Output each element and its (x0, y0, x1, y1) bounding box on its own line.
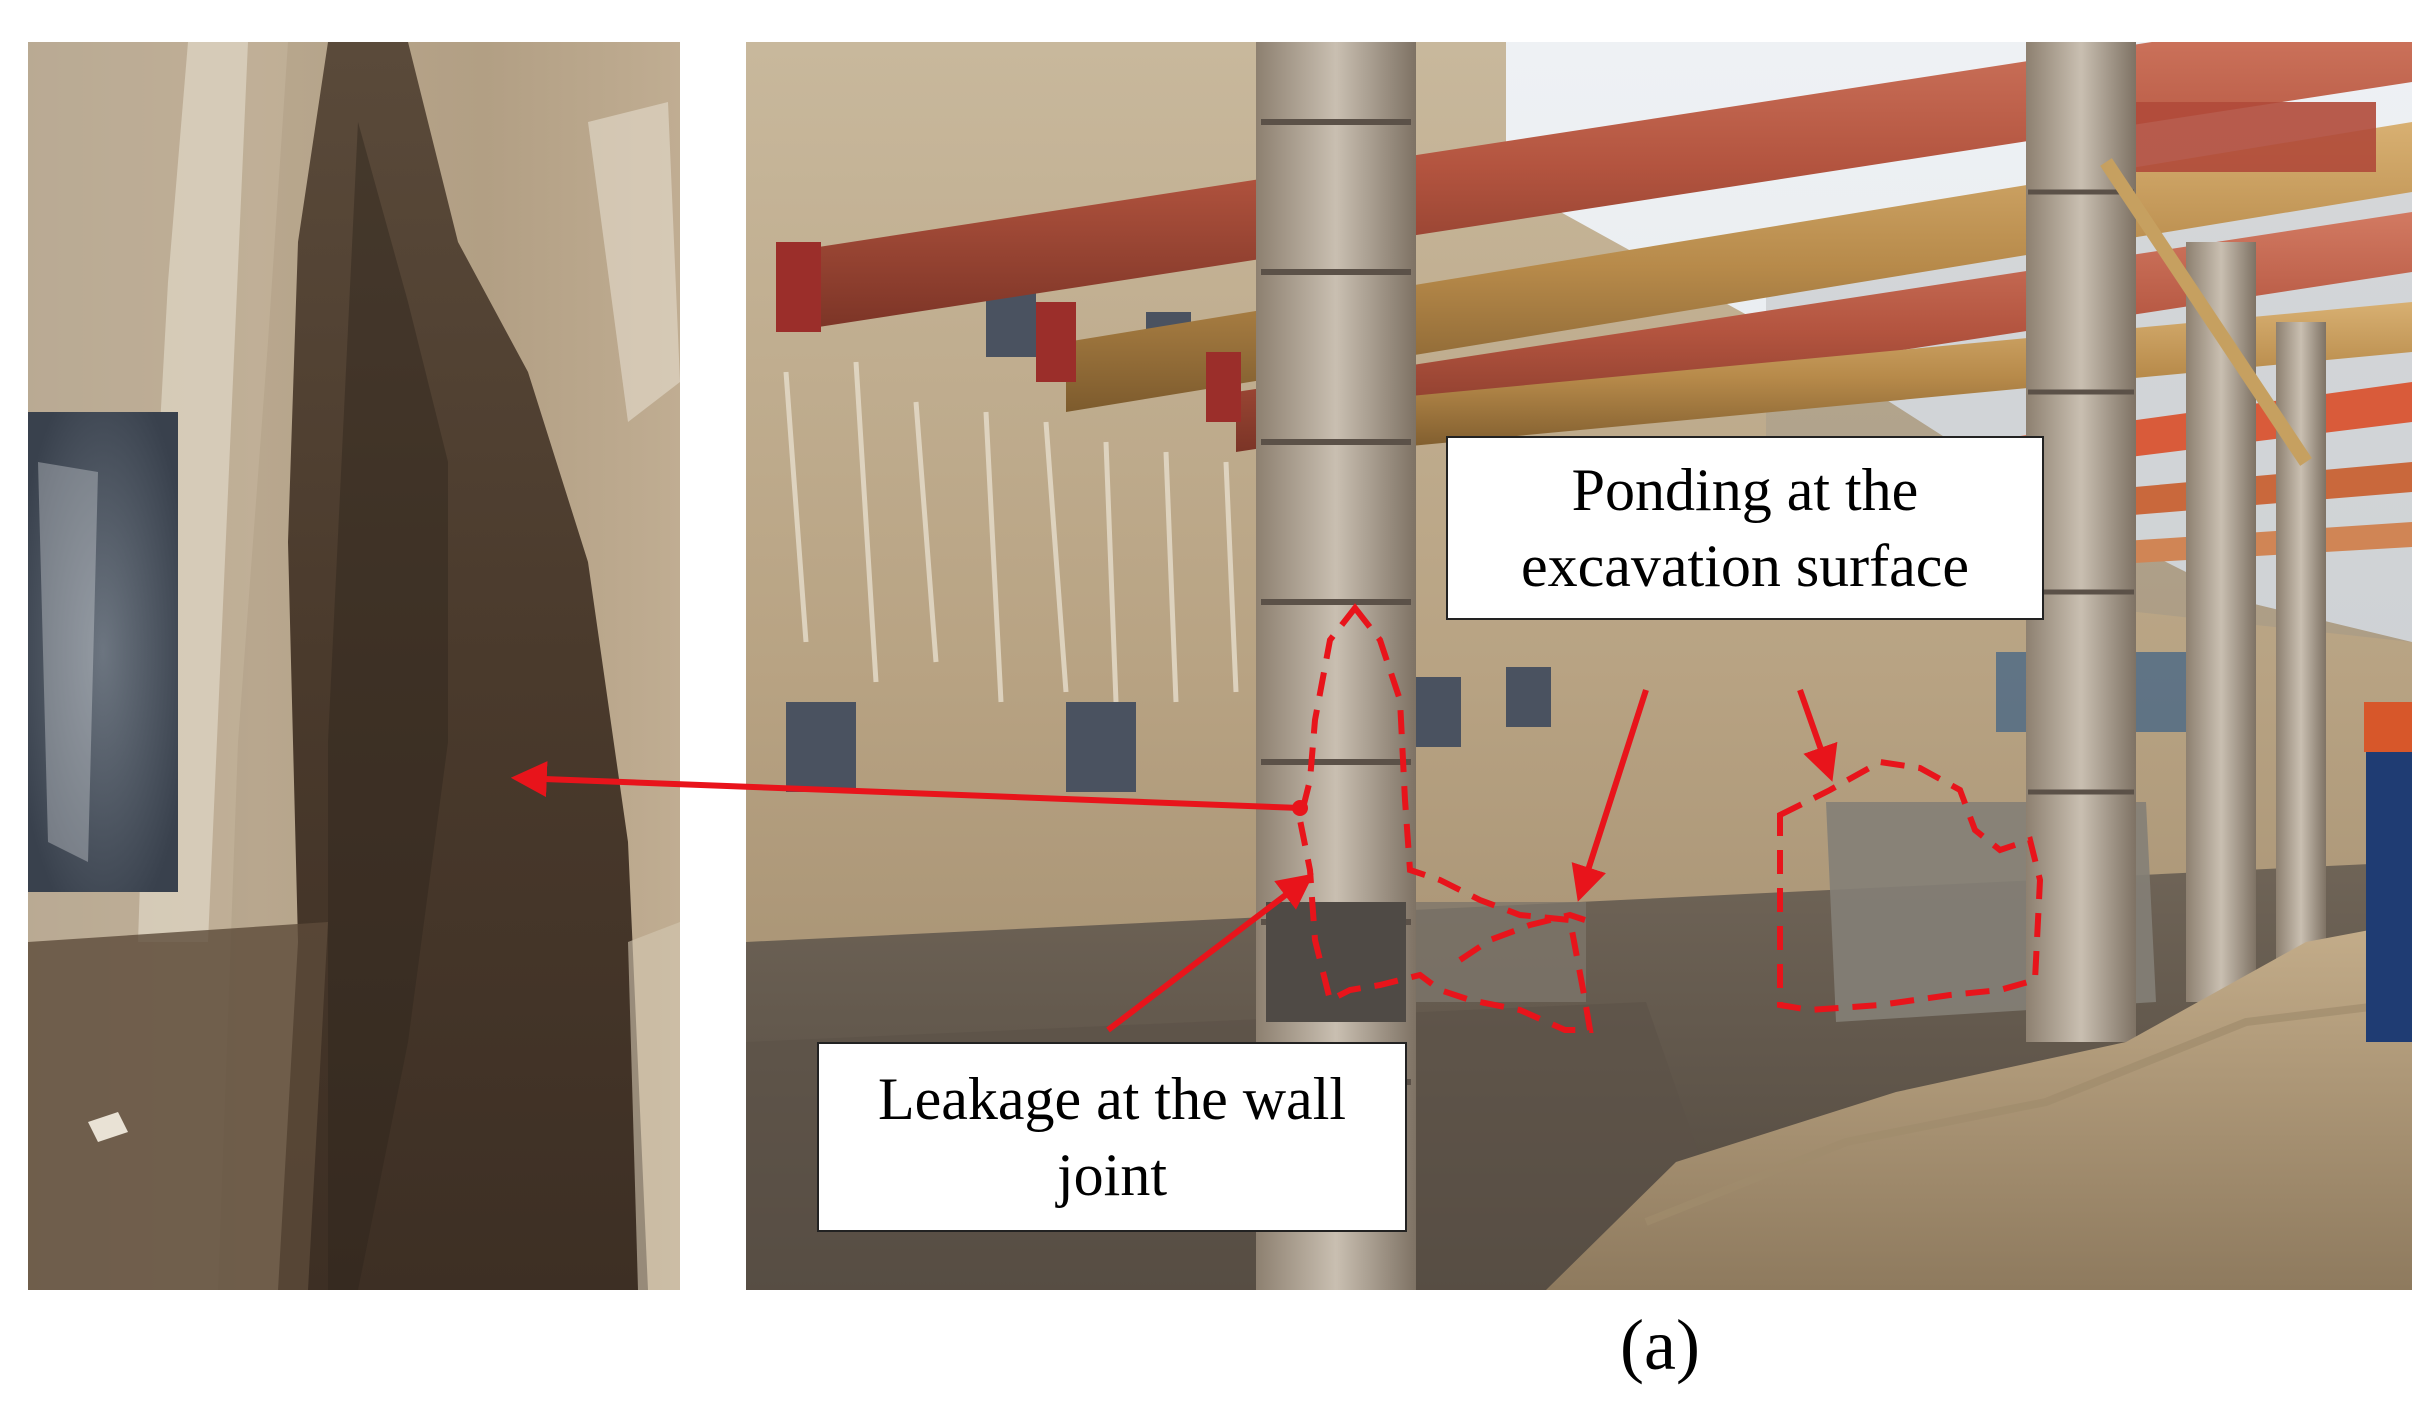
leakage-label: Leakage at the wall joint (817, 1042, 1407, 1232)
ponding-label-line2: excavation surface (1520, 533, 1970, 599)
closeup-photo-graphic (28, 42, 680, 1290)
ponding-label: Ponding at the excavation surface (1446, 436, 2044, 620)
closeup-photo (28, 42, 680, 1290)
leakage-label-line1: Leakage at the wall (877, 1066, 1347, 1132)
leakage-label-line2: joint (1056, 1142, 1167, 1208)
ponding-label-line1: Ponding at the (1571, 457, 1919, 523)
figure-caption: (a) (1620, 1305, 1700, 1385)
